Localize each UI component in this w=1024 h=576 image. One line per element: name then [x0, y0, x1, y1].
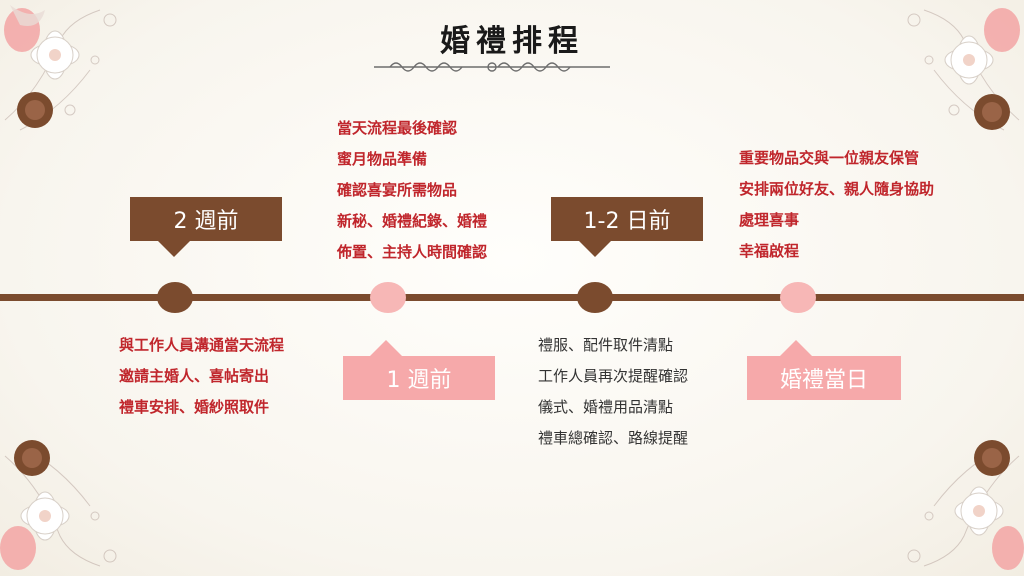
milestone-label-wedding-day: 婚禮當日 — [747, 356, 901, 400]
task-list-1-2-days: 禮服、配件取件清點 工作人員再次提醒確認 儀式、婚禮用品清點 禮車總確認、路線提… — [538, 330, 688, 454]
milestone-label-1-week: 1 週前 — [343, 356, 495, 400]
timeline-node-1-week — [370, 282, 406, 313]
task-item: 禮車總確認、路線提醒 — [538, 423, 688, 454]
task-item: 確認喜宴所需物品 — [337, 175, 487, 206]
page-title: 婚禮排程 — [0, 16, 1024, 60]
milestone-pointer — [370, 340, 402, 356]
timeline-node-2-weeks — [157, 282, 193, 313]
milestone-pointer — [158, 241, 190, 257]
task-item: 禮車安排、婚紗照取件 — [119, 392, 284, 423]
floral-corner-bottom-right-icon — [884, 436, 1024, 576]
flourish-divider-icon — [370, 56, 614, 78]
task-list-wedding-day: 重要物品交與一位親友保管 安排兩位好友、親人隨身協助 處理喜事 幸福啟程 — [739, 143, 934, 267]
floral-corner-bottom-left-icon — [0, 436, 140, 576]
task-item: 禮服、配件取件清點 — [538, 330, 688, 361]
task-item: 蜜月物品準備 — [337, 144, 487, 175]
milestone-label-1-2-days: 1-2 日前 — [551, 197, 703, 241]
timeline-line — [0, 294, 1024, 301]
task-item: 新秘、婚禮紀錄、婚禮 — [337, 206, 487, 237]
task-item: 儀式、婚禮用品清點 — [538, 392, 688, 423]
milestone-pointer — [579, 241, 611, 257]
task-item: 幸福啟程 — [739, 236, 934, 267]
timeline-node-1-2-days — [577, 282, 613, 313]
task-item: 工作人員再次提醒確認 — [538, 361, 688, 392]
timeline-node-wedding-day — [780, 282, 816, 313]
task-item: 與工作人員溝通當天流程 — [119, 330, 284, 361]
task-item: 當天流程最後確認 — [337, 113, 487, 144]
task-list-1-week: 當天流程最後確認 蜜月物品準備 確認喜宴所需物品 新秘、婚禮紀錄、婚禮 佈置、主… — [337, 113, 487, 268]
milestone-label-2-weeks: 2 週前 — [130, 197, 282, 241]
task-item: 重要物品交與一位親友保管 — [739, 143, 934, 174]
task-item: 佈置、主持人時間確認 — [337, 237, 487, 268]
task-item: 安排兩位好友、親人隨身協助 — [739, 174, 934, 205]
milestone-pointer — [780, 340, 812, 356]
task-list-2-weeks: 與工作人員溝通當天流程 邀請主婚人、喜帖寄出 禮車安排、婚紗照取件 — [119, 330, 284, 423]
task-item: 邀請主婚人、喜帖寄出 — [119, 361, 284, 392]
task-item: 處理喜事 — [739, 205, 934, 236]
